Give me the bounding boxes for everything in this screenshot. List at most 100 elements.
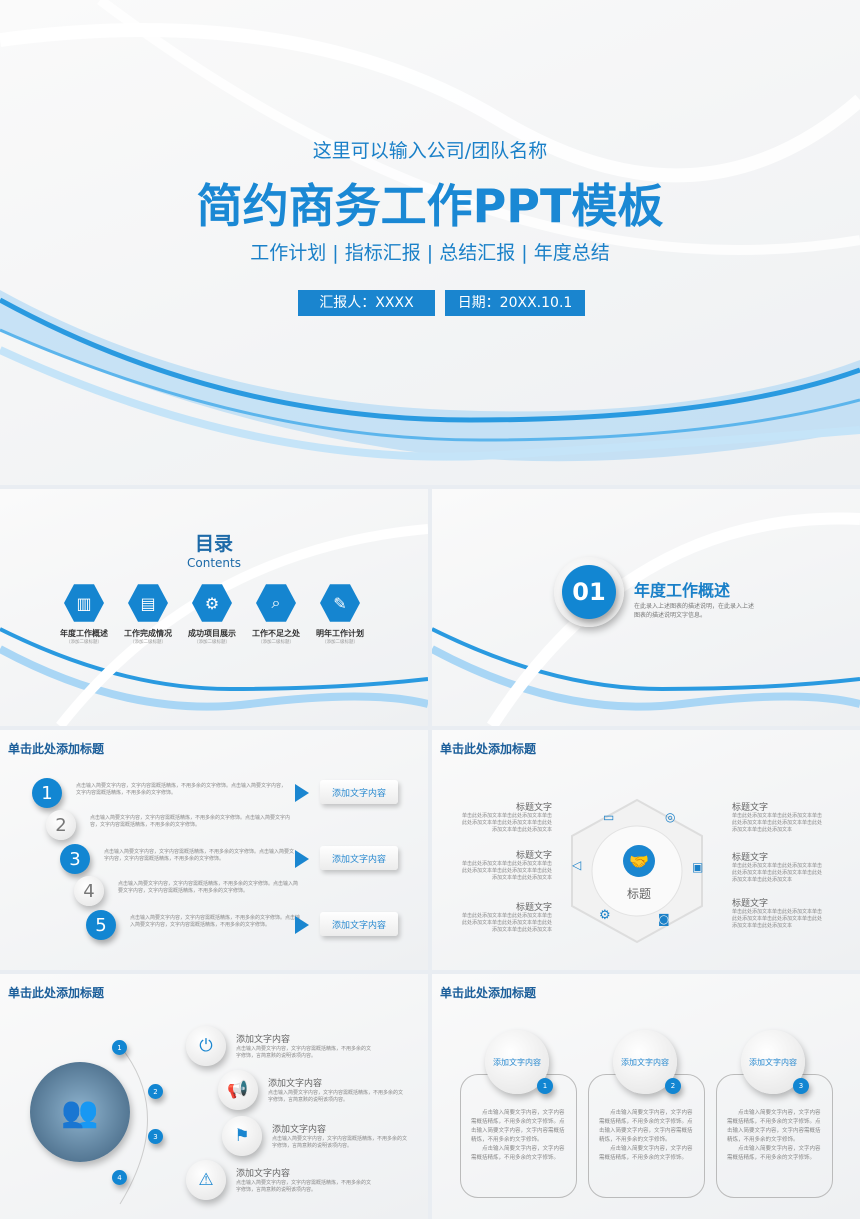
step-text: 点击输入简要文字内容，文字内容需概括精炼，不用多余的文字修饰。点击输入简要文字内… [104, 849, 295, 862]
cover-title: 简约商务工作PPT模板 [196, 179, 664, 233]
toc-item-label[interactable]: 工作不足之处 [252, 629, 300, 638]
wheel-heading: 标题文字 [515, 803, 552, 813]
wheel-body: 单击此处添加文本单击此处添加文本单击此处添加文本单击此处添加文本单击此处添加文本… [462, 861, 553, 881]
card-paragraph: 点击输入简要文字内容，文字内容需概括精炼，不用多余的文字修饰。 [599, 1146, 693, 1161]
step-text: 点击输入简要文字内容，文字内容需概括精炼，不用多余的文字修饰。点击输入简要文字内… [76, 783, 287, 796]
toc-item-label[interactable]: 工作完成情况 [124, 629, 172, 638]
content-card: 点击输入简要文字内容，文字内容需概括精炼，不用多余的文字修饰。点击输入简要文字内… [716, 1074, 833, 1198]
card-number: 2 [665, 1078, 681, 1094]
toc-item-sub: （添加二级标题） [194, 640, 230, 645]
item-heading: 添加文字内容 [236, 1169, 291, 1179]
item-number: 4 [112, 1170, 127, 1185]
section-number: 01 [562, 565, 616, 619]
wheel-body: 单击此处添加文本单击此处添加文本单击此处添加文本单击此处添加文本单击此处添加文本… [732, 813, 823, 833]
toc-item-sub: （添加二级标题） [322, 640, 358, 645]
add-content-button[interactable]: 添加文字内容 [320, 780, 398, 804]
reporter-badge: 汇报人：XXXX [298, 290, 435, 316]
power-icon: ⏻ [186, 1026, 226, 1066]
item-number: 2 [148, 1084, 163, 1099]
warning-icon: ⚠ [186, 1160, 226, 1200]
wheel-heading: 标题文字 [515, 903, 552, 913]
disc-icon: ◎ [665, 810, 676, 824]
card-paragraph: 点击输入简要文字内容，文字内容需概括精炼，不用多余的文字修饰。点击输入简要文字内… [727, 1110, 821, 1143]
card-paragraph: 点击输入简要文字内容，文字内容需概括精炼，不用多余的文字修饰。点击输入简要文字内… [471, 1110, 565, 1143]
add-content-button[interactable]: 添加文字内容 [320, 846, 398, 870]
step-text: 点击输入简要文字内容，文字内容需概括精炼，不用多余的文字修饰。点击输入简要文字内… [130, 915, 301, 928]
wave-decoration [432, 512, 860, 726]
team-photo: 👥 [30, 1062, 130, 1162]
wheel-body: 单击此处添加文本单击此处添加文本单击此处添加文本单击此处添加文本单击此处添加文本… [462, 913, 553, 933]
slide-title: 单击此处添加标题 [440, 742, 537, 756]
toc-title: 目录 [194, 533, 233, 555]
icon-list-slide: 单击此处添加标题 👥 1 ⏻ 添加文字内容 点击输入简要文字内容，文字内容需概括… [0, 974, 428, 1219]
toc-icon-chart-tablet-icon[interactable]: ▥ [64, 584, 104, 622]
item-number: 1 [112, 1040, 127, 1055]
section-slide: 01 年度工作概述 在此录入上述图表的描述说明，在此录入上述图表的描述说明文字信… [432, 489, 860, 726]
toc-item-sub: （添加二级标题） [130, 640, 166, 645]
item-heading: 添加文字内容 [272, 1125, 327, 1135]
wheel-heading: 标题文字 [732, 803, 769, 813]
toc-slide: 目录 Contents ▥ 年度工作概述 （添加二级标题） ▤ 工作完成情况 （添… [0, 489, 428, 726]
item-text: 点击输入简要文字内容，文字内容需概括精炼，不用多余的文字修饰，言简意赅的说明该项… [236, 1046, 372, 1059]
slide-title: 单击此处添加标题 [8, 986, 105, 1000]
cards-slide: 单击此处添加标题 点击输入简要文字内容，文字内容需概括精炼，不用多余的文字修饰。… [432, 974, 860, 1219]
toc-item-label[interactable]: 年度工作概述 [60, 629, 108, 638]
add-content-button[interactable]: 添加文字内容 [320, 912, 398, 936]
step-text: 点击输入简要文字内容，文字内容需概括精炼，不用多余的文字修饰。点击输入简要文字内… [90, 815, 291, 828]
item-number: 3 [148, 1129, 163, 1144]
card-paragraph: 点击输入简要文字内容，文字内容需概括精炼，不用多余的文字修饰。 [727, 1146, 821, 1161]
card-number: 1 [537, 1078, 553, 1094]
wheel-heading: 标题文字 [515, 851, 552, 861]
card-paragraph: 点击输入简要文字内容，文字内容需概括精炼，不用多余的文字修饰。点击输入简要文字内… [599, 1110, 693, 1143]
wheel-body: 单击此处添加文本单击此处添加文本单击此处添加文本单击此处添加文本单击此处添加文本… [462, 813, 553, 833]
step-number: 4 [74, 876, 104, 906]
section-number-ring: 01 [554, 557, 624, 627]
toc-item-sub: （添加二级标题） [258, 640, 294, 645]
slide-title: 单击此处添加标题 [440, 986, 537, 1000]
wheel-slide: 单击此处添加标题 🤝 标题 ▭ ◎ ▣ ◙ ⚙ ◁ 标题文字 单击此处添加文本单… [432, 730, 860, 970]
toc-icon-running-gear-icon[interactable]: ⚙ [192, 584, 232, 622]
arrow-icon [295, 916, 309, 934]
megaphone-icon: 📢 [218, 1070, 258, 1110]
connector-lines [119, 1045, 148, 1205]
step-text: 点击输入简要文字内容，文字内容需概括精炼，不用多余的文字修饰。点击输入简要文字内… [118, 881, 299, 894]
slide-title: 单击此处添加标题 [8, 742, 105, 756]
card-number: 3 [793, 1078, 809, 1094]
card-paragraph: 点击输入简要文字内容，文字内容需概括精炼，不用多余的文字修饰。 [471, 1146, 565, 1161]
toc-item-label[interactable]: 成功项目展示 [188, 629, 236, 638]
wheel-center-label: 标题 [627, 887, 652, 901]
toc-item-sub: （添加二级标题） [66, 640, 102, 645]
cover-tagline: 工作计划 | 指标汇报 | 总结汇报 | 年度总结 [250, 242, 610, 264]
signpost-icon: ⚑ [222, 1116, 262, 1156]
toc-subtitle: Contents [187, 556, 241, 570]
gear-icon: ⚙ [599, 908, 611, 923]
date-badge: 日期：20XX.10.1 [445, 290, 585, 316]
wheel-body: 单击此处添加文本单击此处添加文本单击此处添加文本单击此处添加文本单击此处添加文本… [732, 863, 823, 883]
toc-icon-presentation-icon[interactable]: ▤ [128, 584, 168, 622]
toc-item-label[interactable]: 明年工作计划 [316, 629, 364, 638]
arrow-icon [295, 850, 309, 868]
item-heading: 添加文字内容 [268, 1079, 323, 1089]
section-desc: 在此录入上述图表的描述说明，在此录入上述图表的描述说明文字信息。 [634, 603, 755, 619]
wave-decoration [0, 0, 860, 462]
step-number: 1 [32, 778, 62, 808]
wheel-heading: 标题文字 [732, 899, 769, 909]
item-heading: 添加文字内容 [236, 1035, 291, 1045]
item-text: 点击输入简要文字内容，文字内容需概括精炼，不用多余的文字修饰，言简意赅的说明该项… [268, 1090, 404, 1103]
handshake-icon: 🤝 [623, 845, 655, 877]
step-number: 2 [46, 810, 76, 840]
speaker-icon: ◁ [572, 858, 582, 872]
step-number: 5 [86, 910, 116, 940]
camera-icon: ◙ [658, 912, 670, 926]
company-name: 这里可以输入公司/团队名称 [312, 140, 548, 162]
section-title: 年度工作概述 [634, 581, 731, 600]
numbered-list-slide: 单击此处添加标题 1 点击输入简要文字内容，文字内容需概括精炼，不用多余的文字修… [0, 730, 428, 970]
item-text: 点击输入简要文字内容，文字内容需概括精炼，不用多余的文字修饰，言简意赅的说明该项… [272, 1136, 408, 1149]
wheel-body: 单击此处添加文本单击此处添加文本单击此处添加文本单击此处添加文本单击此处添加文本… [732, 909, 823, 929]
monitor-icon: ▭ [603, 810, 615, 824]
step-number: 3 [60, 844, 90, 874]
item-text: 点击输入简要文字内容，文字内容需概括精炼，不用多余的文字修饰，言简意赅的说明该项… [236, 1180, 372, 1193]
arrow-icon [295, 784, 309, 802]
cover-slide: 这里可以输入公司/团队名称 简约商务工作PPT模板 工作计划 | 指标汇报 | … [0, 0, 860, 485]
wheel-heading: 标题文字 [732, 853, 769, 863]
